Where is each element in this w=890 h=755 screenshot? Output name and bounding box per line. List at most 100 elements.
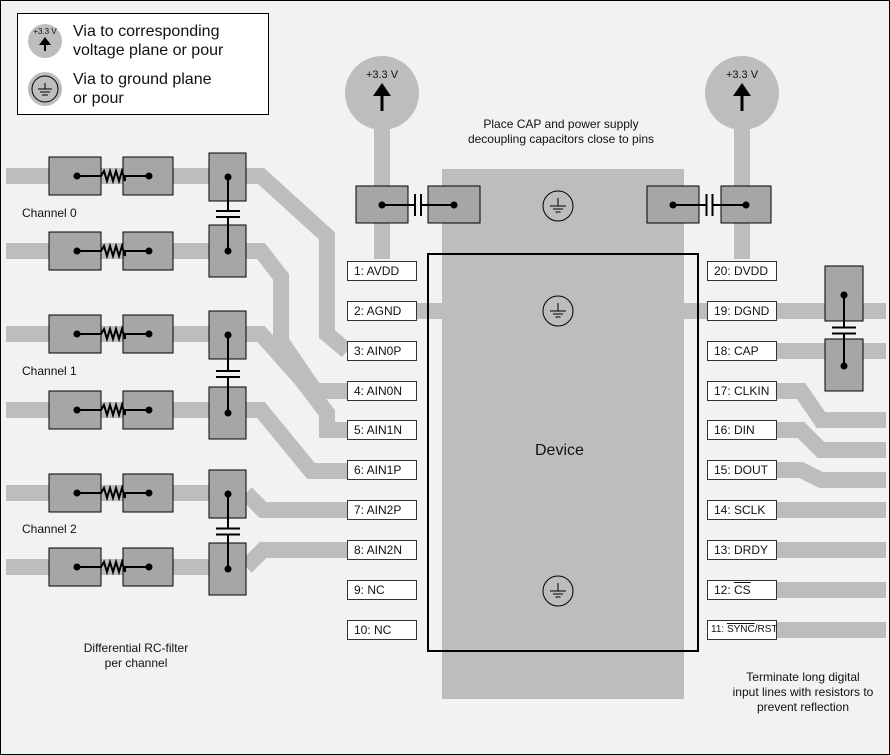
- pad-terminal: [224, 490, 232, 498]
- pin-4: 4: AIN0N: [347, 381, 417, 401]
- pin-11-suffix: /RST: [754, 624, 778, 635]
- pad-terminal: [224, 247, 232, 255]
- pin-5: 5: AIN1N: [347, 420, 417, 440]
- pad-terminal: [73, 330, 81, 338]
- termination-note: Terminate long digital input lines with …: [718, 670, 888, 715]
- pin-12: 12: CS: [707, 580, 777, 600]
- supply-label-right: +3.3 V: [726, 69, 759, 81]
- pad-terminal: [145, 330, 153, 338]
- pin-3: 3: AIN0P: [347, 341, 417, 361]
- ground-via-icon: [542, 190, 574, 222]
- legend-supply-line-1: Via to corresponding: [73, 23, 220, 40]
- ground-via-icon: [542, 575, 574, 607]
- pin-18: 18: CAP: [707, 341, 777, 361]
- pin-20: 20: DVDD: [707, 261, 777, 281]
- legend-ground-line-1: Via to ground plane: [73, 71, 212, 88]
- pad-terminal: [669, 201, 677, 209]
- pin-17: 17: CLKIN: [707, 381, 777, 401]
- pad-terminal: [145, 172, 153, 180]
- arrow-up-icon-stem: [380, 95, 384, 111]
- trace: [240, 487, 347, 518]
- legend: +3.3 V Via to corresponding voltage plan…: [17, 13, 269, 115]
- trace: [246, 168, 353, 358]
- pad-terminal: [378, 201, 386, 209]
- channel-1-label: Channel 1: [22, 364, 77, 378]
- pin-11-signal: SYNC: [726, 624, 755, 635]
- pad-terminal: [224, 409, 232, 417]
- trace: [777, 383, 886, 428]
- legend-supply-row: +3.3 V Via to corresponding voltage plan…: [28, 22, 223, 60]
- arrow-up-icon: [39, 37, 51, 51]
- resistor-icon: [77, 401, 149, 419]
- channel-0-label: Channel 0: [22, 206, 77, 220]
- resistor-pad: [122, 231, 174, 271]
- supply-label-left: +3.3 V: [366, 69, 399, 81]
- channel-2-label: Channel 2: [22, 522, 77, 536]
- pin-16: 16: DIN: [707, 420, 777, 440]
- pad-terminal: [73, 563, 81, 571]
- legend-supply-text: Via to corresponding voltage plane or po…: [73, 22, 223, 60]
- pad-terminal: [73, 247, 81, 255]
- legend-supply-line-2: voltage plane or pour: [73, 42, 224, 59]
- pad-terminal: [73, 489, 81, 497]
- trace: [777, 422, 886, 458]
- pad-terminal: [742, 201, 750, 209]
- ground-via-icon: [28, 72, 62, 106]
- pin-2: 2: AGND: [347, 301, 417, 321]
- pin-19: 19: DGND: [707, 301, 777, 321]
- pad-terminal: [73, 406, 81, 414]
- device-label: Device: [535, 442, 584, 459]
- termination-note-line-3: prevent reflection: [756, 700, 850, 714]
- pad-terminal: [450, 201, 458, 209]
- pin-6: 6: AIN1P: [347, 460, 417, 480]
- pin-9: 9: NC: [347, 580, 417, 600]
- pad-terminal: [73, 172, 81, 180]
- supply-via-icon: +3.3 V: [28, 24, 62, 58]
- resistor-icon: [77, 325, 149, 343]
- pad-terminal: [840, 291, 848, 299]
- device-outline: [427, 253, 699, 652]
- decoupling-note-line-2: decoupling capacitors close to pins: [467, 132, 655, 146]
- legend-ground-text: Via to ground plane or pour: [73, 70, 211, 108]
- pad-terminal: [145, 563, 153, 571]
- pad-terminal: [145, 247, 153, 255]
- arrow-up-icon: [733, 83, 751, 96]
- trace: [246, 243, 347, 399]
- resistor-icon: [77, 242, 149, 260]
- pad-terminal: [145, 406, 153, 414]
- trace: [246, 402, 347, 479]
- pin-11-number: 11:: [711, 624, 727, 635]
- pin-7: 7: AIN2P: [347, 500, 417, 520]
- decoupling-note: Place CAP and power supply decoupling ca…: [441, 117, 681, 147]
- resistor-icon: [77, 558, 149, 576]
- pin-12-number: 12:: [714, 583, 735, 597]
- pad-terminal: [840, 362, 848, 370]
- arrow-up-icon: [373, 83, 391, 96]
- pin-13: 13: DRDY: [707, 540, 777, 560]
- rc-filter-note-line-1: Differential RC-filter: [83, 641, 189, 655]
- ground-via-icon: [542, 295, 574, 327]
- resistor-icon: [77, 167, 149, 185]
- arrow-up-icon-stem: [740, 95, 744, 111]
- pad-terminal: [145, 489, 153, 497]
- termination-note-line-1: Terminate long digital: [746, 670, 860, 684]
- rc-filter-note: Differential RC-filter per channel: [61, 641, 211, 671]
- vias: [73, 56, 856, 607]
- ground-symbol-icon: [31, 75, 59, 103]
- termination-note-line-2: input lines with resistors to: [732, 685, 874, 699]
- pin-8: 8: AIN2N: [347, 540, 417, 560]
- pin-14: 14: SCLK: [707, 500, 777, 520]
- pin-1: 1: AVDD: [347, 261, 417, 281]
- pad-terminal: [224, 565, 232, 573]
- pad-terminal: [224, 173, 232, 181]
- legend-ground-line-2: or pour: [73, 90, 124, 107]
- trace: [240, 542, 347, 573]
- supply-via-icon-label: +3.3 V: [33, 27, 57, 36]
- device-package: [442, 169, 684, 699]
- pin-11: 11: SYNC/RST: [707, 620, 778, 640]
- legend-ground-row: Via to ground plane or pour: [28, 70, 211, 108]
- trace: [777, 462, 886, 488]
- pin-12-signal: CS: [734, 583, 751, 597]
